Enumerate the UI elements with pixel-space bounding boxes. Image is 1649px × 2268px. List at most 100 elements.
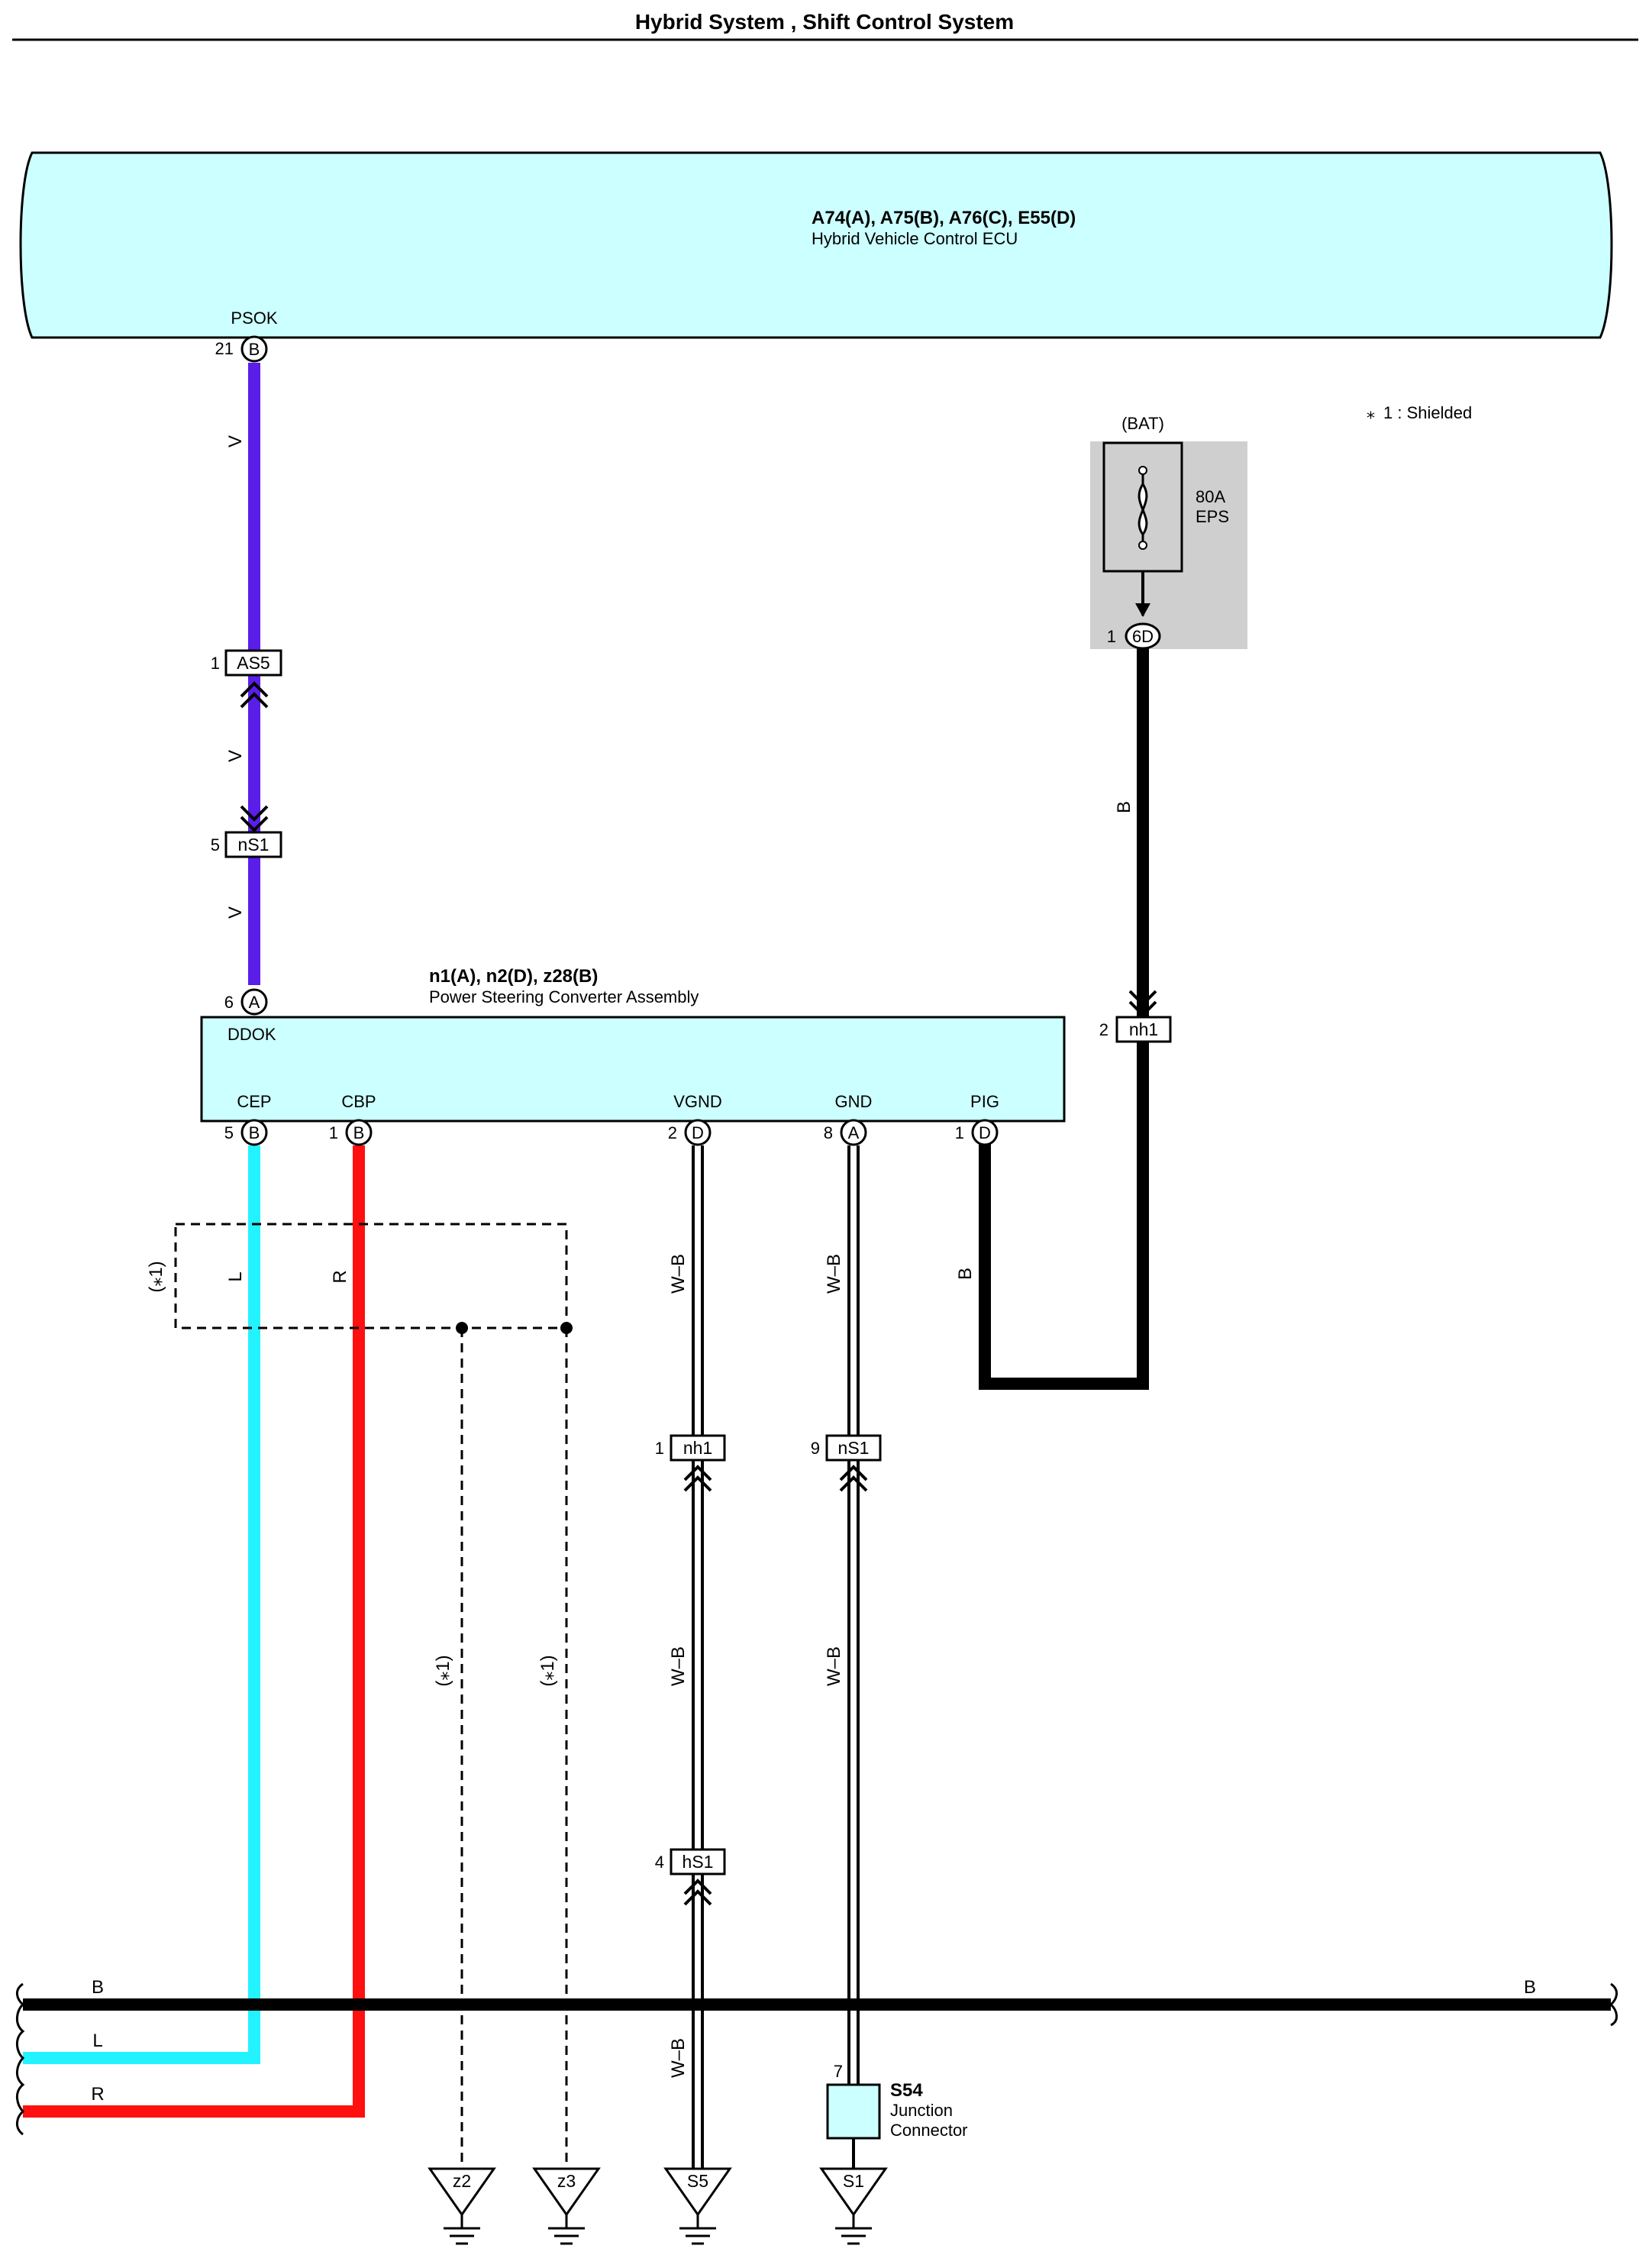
ground-s1-label: S1 (843, 2171, 864, 2191)
fuse-name: EPS (1196, 507, 1229, 526)
connector-nh1-right (1115, 1016, 1172, 1043)
connector-ns1-mid-pin: 9 (811, 1439, 820, 1458)
wire-black-fuse (979, 638, 1149, 1390)
connector-hs1-label: hS1 (683, 1852, 714, 1872)
connector-nh1-right-pin: 2 (1099, 1020, 1108, 1039)
fuse-rating: 80A (1196, 487, 1225, 506)
shield-box (174, 1223, 568, 2169)
cbp-connector (345, 1119, 373, 1146)
fuse-icon (1138, 466, 1148, 550)
pig-pin: 1 (955, 1123, 964, 1142)
wire-red (23, 1145, 365, 2118)
ecu-box (19, 151, 1613, 339)
wire-color-wb3: W–B (668, 1646, 689, 1686)
chevron-up-icon (683, 1465, 712, 1492)
connector-nh1-mid-label: nh1 (683, 1438, 712, 1458)
terminal-gnd: GND (835, 1092, 873, 1111)
fuse-source: (BAT) (1121, 414, 1164, 433)
wire-color-l-shield: L (225, 1271, 246, 1281)
connector-as5-pin: 1 (211, 654, 220, 673)
connector-ns1-top (224, 831, 282, 858)
fuse-pin: 1 (1107, 627, 1116, 646)
cep-pin: 5 (224, 1123, 234, 1142)
ground-s5 (663, 2167, 732, 2245)
ecu-pin-connector-label: B (249, 340, 260, 359)
wire-color-v1: V (225, 435, 246, 447)
connector-ns1-mid-label: nS1 (838, 1438, 870, 1458)
cbp-connector-label: B (353, 1123, 365, 1142)
ground-z2-label: z2 (453, 2171, 471, 2191)
connector-ns1-top-label: nS1 (238, 835, 269, 855)
shield-note-mark: ⁎ (1367, 403, 1375, 422)
connector-as5-label: AS5 (237, 653, 269, 673)
pig-connector (971, 1119, 999, 1146)
ecu-name: Hybrid Vehicle Control ECU (812, 229, 1018, 248)
wire-color-v2: V (225, 750, 246, 762)
terminal-cep: CEP (237, 1092, 271, 1111)
vgnd-connector-label: D (692, 1123, 704, 1142)
vgnd-pin: 2 (668, 1123, 677, 1142)
converter-terminal-ddok: DDOK (228, 1025, 276, 1044)
converter-top-pin: 6 (224, 993, 234, 1012)
converter-code: n1(A), n2(D), z28(B) (429, 966, 598, 987)
ground-z2 (428, 2167, 496, 2245)
bus-label-b-right: B (1524, 1977, 1536, 1998)
terminal-vgnd: VGND (673, 1092, 722, 1111)
fuse-connector-6d (1125, 622, 1161, 650)
connector-ns1-mid (825, 1434, 882, 1462)
bus-left-break (16, 1982, 25, 2136)
terminal-pig: PIG (970, 1092, 999, 1111)
junction-code: S54 (890, 2080, 923, 2101)
ecu-pin-connector (240, 335, 268, 363)
wire-color-wb1: W–B (668, 1254, 689, 1294)
chevron-up-icon (683, 1879, 712, 1906)
ecu-terminal-psok: PSOK (231, 309, 277, 328)
wire-color-b-fuse: B (1114, 801, 1134, 813)
converter-box (200, 1016, 1066, 1123)
page-title: Hybrid System , Shift Control System (635, 10, 1014, 34)
chevron-up-icon (839, 1465, 868, 1492)
connector-nh1-mid (670, 1434, 726, 1462)
connector-hs1-pin: 4 (655, 1853, 664, 1872)
chevron-down-icon (1128, 990, 1157, 1017)
gnd-connector (840, 1119, 867, 1146)
cep-connector-label: B (249, 1123, 260, 1142)
ground-s5-label: S5 (687, 2171, 708, 2191)
wire-color-r-shield: R (330, 1270, 350, 1283)
shield-label-z2: (⁎1) (433, 1655, 453, 1686)
junction-pin: 7 (834, 2062, 843, 2081)
wire-color-wb2: W–B (824, 1254, 844, 1294)
pig-connector-label: D (979, 1123, 991, 1142)
bus-label-l: L (92, 2031, 102, 2051)
bus-label-b-left: B (92, 1977, 104, 1998)
connector-as5 (224, 649, 282, 677)
shield-junction-dot (456, 1322, 468, 1334)
connector-nh1-right-label: nh1 (1129, 1019, 1158, 1039)
ground-z3 (532, 2167, 601, 2245)
shield-label-z3: (⁎1) (537, 1655, 558, 1686)
cbp-pin: 1 (329, 1123, 338, 1142)
bus-label-r: R (91, 2084, 104, 2105)
terminal-cbp: CBP (341, 1092, 376, 1111)
vgnd-connector (684, 1119, 712, 1146)
wire-cyan (23, 1145, 260, 2064)
shield-junction-dot (560, 1322, 573, 1334)
wire-color-wb4: W–B (824, 1646, 844, 1686)
ecu-code: A74(A), A75(B), A76(C), E55(D) (812, 208, 1076, 228)
bus-right-break (1609, 1982, 1618, 2027)
chevron-down-icon (240, 805, 269, 832)
ecu-pin-number: 21 (215, 339, 234, 358)
cep-connector (240, 1119, 268, 1146)
wire-color-v3: V (225, 906, 246, 919)
gnd-connector-label: A (848, 1123, 860, 1142)
wire-color-wb5: W–B (668, 2038, 689, 2078)
ground-s1 (819, 2167, 888, 2245)
converter-top-connector-label: A (249, 993, 260, 1012)
junction-connector-box (826, 2083, 881, 2140)
ground-z3-label: z3 (557, 2171, 576, 2191)
converter-top-connector (240, 988, 268, 1016)
fuse-shaded-area (1090, 441, 1247, 649)
converter-name: Power Steering Converter Assembly (429, 987, 699, 1006)
